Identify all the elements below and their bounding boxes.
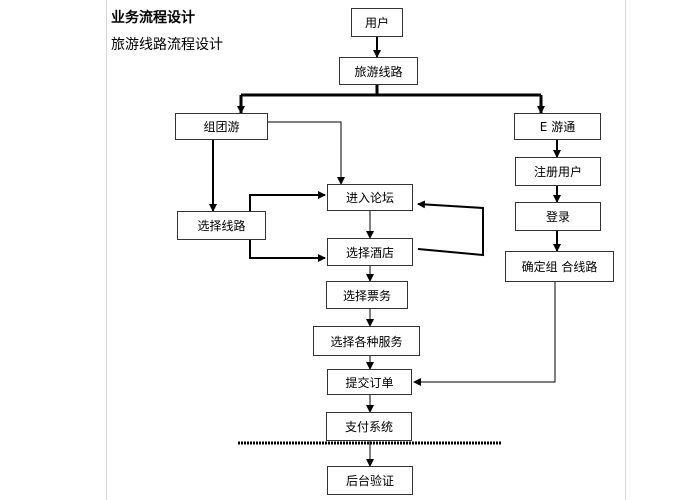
node-e-tour: E 游通	[514, 113, 601, 140]
edge-group-forum	[268, 121, 345, 185]
node-group-tour: 组团游	[175, 113, 268, 140]
section-heading: 业务流程设计	[111, 10, 195, 26]
node-forum: 进入论坛	[327, 184, 413, 211]
node-login: 登录	[515, 202, 601, 231]
node-choose-services: 选择各种服务	[313, 326, 420, 356]
node-choose-ticket: 选择票务	[326, 281, 408, 309]
node-confirm-route: 确定组 合线路	[505, 251, 614, 282]
edge-chooseroute-forum	[249, 191, 326, 213]
edge-confirm-submit	[413, 282, 556, 386]
node-payment: 支付系统	[326, 412, 412, 441]
node-choose-route: 选择线路	[177, 211, 266, 240]
node-backend-verify: 后台验证	[327, 466, 413, 495]
node-choose-hotel: 选择酒店	[327, 238, 413, 266]
page-margin-left	[106, 0, 107, 500]
page-margin-right	[625, 0, 626, 500]
node-submit-order: 提交订单	[327, 369, 412, 395]
edge-chooseroute-hotel	[249, 240, 326, 262]
node-user: 用户	[351, 8, 403, 37]
node-register-user: 注册用户	[515, 157, 601, 186]
node-route: 旅游线路	[339, 57, 418, 85]
section-subheading: 旅游线路流程设计	[111, 37, 223, 53]
edge-hotel-forum-loop	[417, 200, 484, 257]
